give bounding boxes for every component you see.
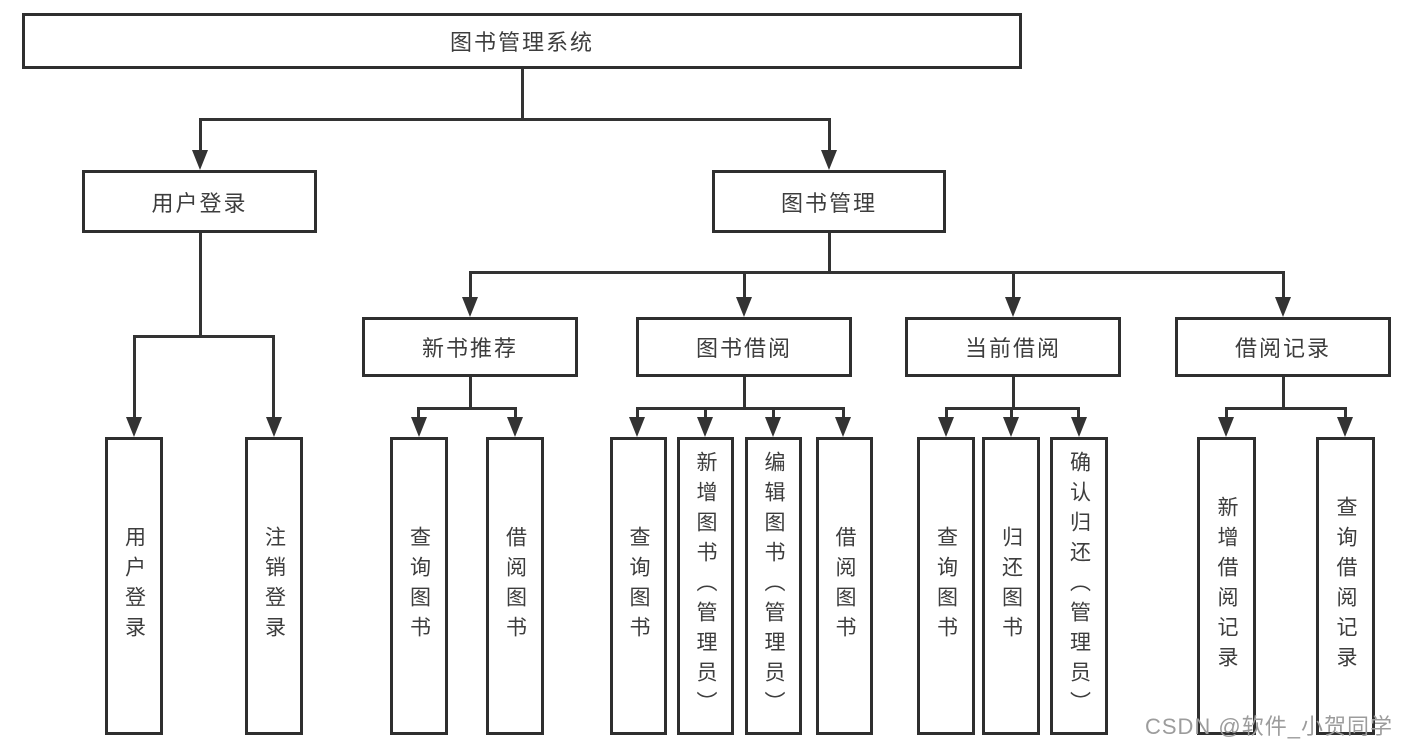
connector-line (521, 69, 524, 119)
connector-line (828, 118, 831, 152)
node-library-management-system: 图书管理系统 (22, 13, 1022, 69)
connector-line (1225, 407, 1346, 410)
leaf-logout: 注销登录 (245, 437, 303, 735)
connector-line (469, 377, 472, 409)
leaf-query-books-recommend-label: 查询图书 (407, 526, 431, 646)
connector-line (636, 407, 639, 419)
arrow-down-icon (938, 417, 954, 437)
leaf-borrow-books-borrowing: 借阅图书 (816, 437, 873, 735)
leaf-query-borrow-record-label: 查询借阅记录 (1334, 496, 1357, 676)
arrow-down-icon (507, 417, 523, 437)
leaf-edit-book-admin: 编辑图书（管理员） (745, 437, 802, 735)
leaf-query-books-borrowing-label: 查询图书 (627, 526, 650, 646)
node-book-borrowing: 图书借阅 (636, 317, 852, 377)
leaf-edit-book-admin-label: 编辑图书（管理员） (762, 451, 785, 721)
arrow-down-icon (821, 150, 837, 170)
arrow-down-icon (1337, 417, 1353, 437)
node-borrowing-records: 借阅记录 (1175, 317, 1391, 377)
connector-line (133, 335, 136, 419)
connector-line (743, 377, 746, 409)
arrow-down-icon (266, 417, 282, 437)
connector-line (1010, 407, 1013, 419)
leaf-return-books-label: 归还图书 (999, 526, 1023, 646)
connector-line (199, 233, 202, 337)
connector-line (133, 335, 275, 338)
connector-line (704, 407, 707, 419)
arrow-down-icon (1275, 297, 1291, 317)
connector-line (743, 271, 746, 299)
leaf-confirm-return-admin-label: 确认归还（管理员） (1067, 451, 1091, 721)
arrow-down-icon (411, 417, 427, 437)
arrow-down-icon (835, 417, 851, 437)
node-user-login: 用户登录 (82, 170, 317, 233)
arrow-down-icon (765, 417, 781, 437)
node-new-book-recommendation: 新书推荐 (362, 317, 578, 377)
leaf-add-borrow-record: 新增借阅记录 (1197, 437, 1256, 735)
connector-line (1282, 271, 1285, 299)
leaf-add-borrow-record-label: 新增借阅记录 (1215, 496, 1238, 676)
node-current-borrowing: 当前借阅 (905, 317, 1121, 377)
leaf-add-book-admin-label: 新增图书（管理员） (694, 451, 717, 721)
arrow-down-icon (126, 417, 142, 437)
node-book-management: 图书管理 (712, 170, 946, 233)
arrow-down-icon (1071, 417, 1087, 437)
connector-line (1077, 407, 1080, 419)
arrow-down-icon (736, 297, 752, 317)
leaf-query-books-current: 查询图书 (917, 437, 975, 735)
leaf-query-books-borrowing: 查询图书 (610, 437, 667, 735)
connector-line (945, 407, 948, 419)
connector-line (636, 407, 845, 410)
arrow-down-icon (629, 417, 645, 437)
leaf-query-books-recommend: 查询图书 (390, 437, 448, 735)
leaf-borrow-books-recommend: 借阅图书 (486, 437, 544, 735)
leaf-confirm-return-admin: 确认归还（管理员） (1050, 437, 1108, 735)
connector-line (772, 407, 775, 419)
leaf-query-borrow-record: 查询借阅记录 (1316, 437, 1375, 735)
connector-line (417, 407, 420, 419)
leaf-return-books: 归还图书 (982, 437, 1040, 735)
leaf-logout-label: 注销登录 (262, 526, 286, 646)
connector-line (828, 233, 831, 273)
arrow-down-icon (697, 417, 713, 437)
connector-line (199, 118, 831, 121)
leaf-add-book-admin: 新增图书（管理员） (677, 437, 734, 735)
connector-line (514, 407, 517, 419)
arrow-down-icon (1218, 417, 1234, 437)
arrow-down-icon (462, 297, 478, 317)
connector-line (417, 407, 517, 410)
connector-line (842, 407, 845, 419)
leaf-user-login-label: 用户登录 (122, 526, 146, 646)
leaf-borrow-books-borrowing-label: 借阅图书 (833, 526, 856, 646)
connector-line (469, 271, 1285, 274)
connector-line (469, 271, 472, 299)
connector-line (1282, 377, 1285, 409)
arrow-down-icon (1005, 297, 1021, 317)
connector-line (1344, 407, 1347, 419)
csdn-watermark: CSDN @软件_小贺同学 (1144, 714, 1393, 739)
connector-line (199, 118, 202, 152)
arrow-down-icon (1003, 417, 1019, 437)
connector-line (272, 335, 275, 419)
connector-line (1012, 377, 1015, 409)
arrow-down-icon (192, 150, 208, 170)
leaf-borrow-books-recommend-label: 借阅图书 (503, 526, 527, 646)
connector-line (1225, 407, 1228, 419)
leaf-query-books-current-label: 查询图书 (934, 526, 958, 646)
connector-line (1012, 271, 1015, 299)
leaf-user-login: 用户登录 (105, 437, 163, 735)
